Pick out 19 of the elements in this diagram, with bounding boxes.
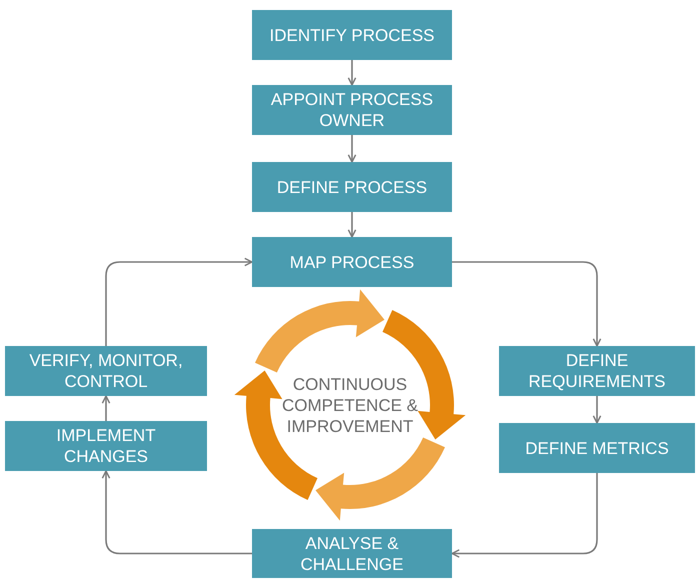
- arrow: [102, 395, 110, 421]
- process-box: IMPLEMENT CHANGES: [5, 421, 207, 471]
- process-box: APPOINT PROCESS OWNER: [252, 85, 452, 135]
- arrow: [348, 60, 356, 86]
- arrow: [451, 473, 598, 558]
- arrow: [348, 212, 356, 238]
- arrow: [452, 261, 602, 347]
- arrow: [592, 396, 602, 424]
- process-box: DEFINE PROCESS: [252, 162, 452, 212]
- arrow: [348, 135, 356, 163]
- arrow: [102, 470, 252, 554]
- process-box: VERIFY, MONITOR, CONTROL: [5, 346, 207, 396]
- process-box: MAP PROCESS: [252, 237, 452, 287]
- cycle-label: CONTINUOUS COMPETENCE & IMPROVEMENT: [270, 365, 430, 445]
- process-box: IDENTIFY PROCESS: [252, 10, 452, 60]
- process-box: DEFINE METRICS: [499, 423, 695, 473]
- arrow: [105, 258, 253, 346]
- process-box: DEFINE REQUIREMENTS: [499, 346, 695, 396]
- process-box: ANALYSE & CHALLENGE: [252, 529, 452, 578]
